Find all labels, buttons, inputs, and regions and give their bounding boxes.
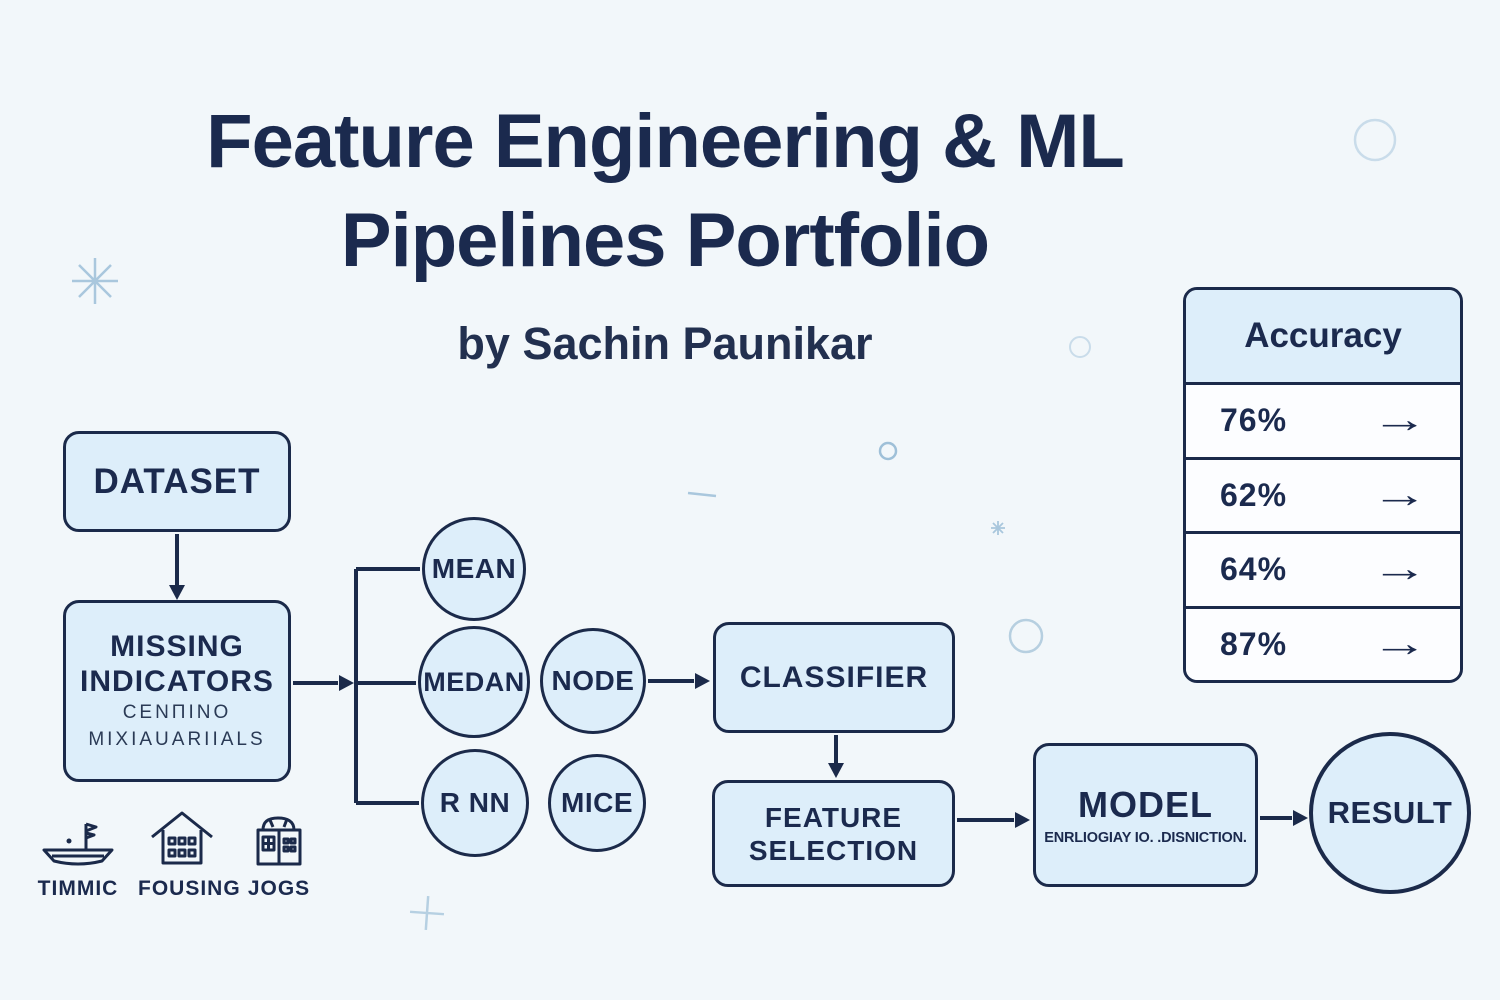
circle-outline-decoration xyxy=(1353,118,1397,162)
node-result-label: RESULT xyxy=(1327,795,1453,830)
edge-feature-to-model xyxy=(957,812,1030,828)
node-feature-selection: FEATURE SELECTION xyxy=(712,780,955,887)
node-knn-label: R NN xyxy=(439,787,511,818)
house-icon xyxy=(151,811,213,865)
dash-decoration xyxy=(687,491,717,498)
accuracy-row: 87% → xyxy=(1186,608,1460,680)
missing-sub-2: MIXIAUARIIALS xyxy=(88,729,266,750)
node-mean: MEAN xyxy=(422,517,526,621)
missing-line-1: MISSING xyxy=(110,630,244,663)
title-line-2: Pipelines Portfolio xyxy=(340,198,990,283)
node-classifier-label: CLASSIFIER xyxy=(739,660,929,694)
node-missing-indicators: MISSING INDICATORS CENΠINO MIXIAUARIIALS xyxy=(63,600,291,782)
byline: by Sachin Paunikar xyxy=(457,318,873,369)
node-node-label: NODE xyxy=(551,665,635,696)
edge-classifier-to-feature xyxy=(828,735,844,778)
node-model-subtitle: ENRLIOGIAY IO. .DISNICTION. xyxy=(1044,830,1247,846)
legend-label-ship: TIMMIC xyxy=(37,877,119,900)
accuracy-value: 62% xyxy=(1220,476,1288,513)
accuracy-row: 62% → xyxy=(1186,459,1460,534)
node-classifier: CLASSIFIER xyxy=(713,622,955,733)
plus-decoration xyxy=(409,895,445,931)
accuracy-table-header: Accuracy xyxy=(1186,290,1460,385)
node-knn: R NN xyxy=(421,749,529,857)
node-model: MODEL ENRLIOGIAY IO. .DISNICTION. xyxy=(1033,743,1258,887)
legend-label-house: FOUSING xyxy=(138,877,241,900)
legend-label-building: JOGS xyxy=(247,877,311,900)
node-model-label: MODEL xyxy=(1078,784,1213,825)
missing-line-2: INDICATORS xyxy=(80,665,274,698)
right-arrow-icon: → xyxy=(1371,399,1428,442)
accuracy-value: 64% xyxy=(1220,551,1288,588)
circle-outline-decoration xyxy=(878,441,898,461)
edge-node-to-classifier xyxy=(648,673,710,689)
node-mean-label: MEAN xyxy=(431,553,517,584)
accuracy-row: 76% → xyxy=(1186,385,1460,460)
node-median: MEDAN xyxy=(418,626,530,738)
title-line-1: Feature Engineering & ML xyxy=(206,99,1125,184)
right-arrow-icon: → xyxy=(1371,548,1428,591)
right-arrow-icon: → xyxy=(1371,473,1428,516)
legend-item-ship: TIMMIC xyxy=(28,812,128,901)
node-node: NODE xyxy=(540,628,646,734)
legend-item-building: JOGS xyxy=(246,810,312,901)
node-median-label: MEDAN xyxy=(423,666,525,697)
accuracy-value: 76% xyxy=(1220,402,1288,439)
node-mice-label: MICE xyxy=(561,787,633,818)
legend-item-house: FOUSING xyxy=(138,806,241,901)
feature-selection-line-1: FEATURE xyxy=(764,801,903,833)
building-icon xyxy=(256,816,302,866)
accuracy-row: 64% → xyxy=(1186,534,1460,609)
right-arrow-icon: → xyxy=(1371,622,1428,665)
node-dataset: DATASET xyxy=(63,431,291,532)
edge-model-to-result xyxy=(1260,810,1308,826)
sparkle-decoration xyxy=(991,521,1005,535)
feature-selection-line-2: SELECTION xyxy=(748,834,919,866)
ship-icon xyxy=(42,822,114,866)
node-mice: MICE xyxy=(548,754,646,852)
edge-missing-to-branch xyxy=(293,567,420,805)
node-result: RESULT xyxy=(1309,732,1471,894)
node-dataset-label: DATASET xyxy=(93,461,261,501)
missing-sub-1: CENΠINO xyxy=(122,702,232,723)
accuracy-table: Accuracy 76% → 62% → 64% → 87% → xyxy=(1183,287,1463,683)
circle-outline-decoration xyxy=(1008,618,1044,654)
edge-dataset-to-missing xyxy=(169,534,185,600)
page-title: Feature Engineering & ML Pipelines Portf… xyxy=(0,92,1330,370)
accuracy-value: 87% xyxy=(1220,625,1288,662)
